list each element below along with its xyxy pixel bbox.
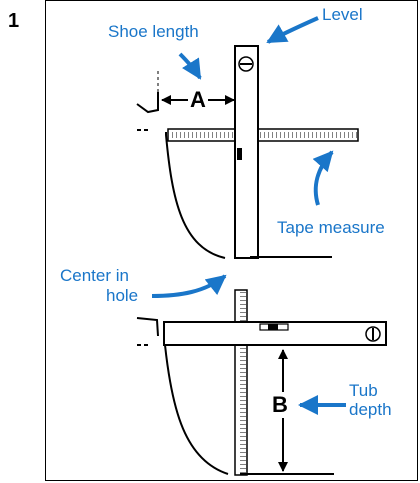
shoe-length-label: Shoe length <box>108 22 199 41</box>
tape-measure-vertical <box>234 289 248 476</box>
tape-measure-label: Tape measure <box>277 218 385 237</box>
top-tub-profile <box>136 70 226 259</box>
level-horizontal <box>163 321 387 346</box>
level-vertical <box>234 45 259 259</box>
dimension-b-letter: B <box>270 392 290 418</box>
callout-arrows <box>151 16 346 415</box>
bottom-tub-profile <box>136 317 229 475</box>
diagram-panel <box>45 0 418 481</box>
center-in-hole-label-line2: hole <box>106 286 139 305</box>
step-number: 1 <box>8 10 20 32</box>
center-in-hole-label-line1: Center in <box>60 266 129 285</box>
tub-depth-label-line2: depth <box>349 400 392 419</box>
tape-measure-horizontal <box>167 128 359 142</box>
dimension-a-letter: A <box>188 87 208 113</box>
tub-depth-label-line1: Tub <box>349 381 378 400</box>
level-label: Level <box>322 5 363 24</box>
